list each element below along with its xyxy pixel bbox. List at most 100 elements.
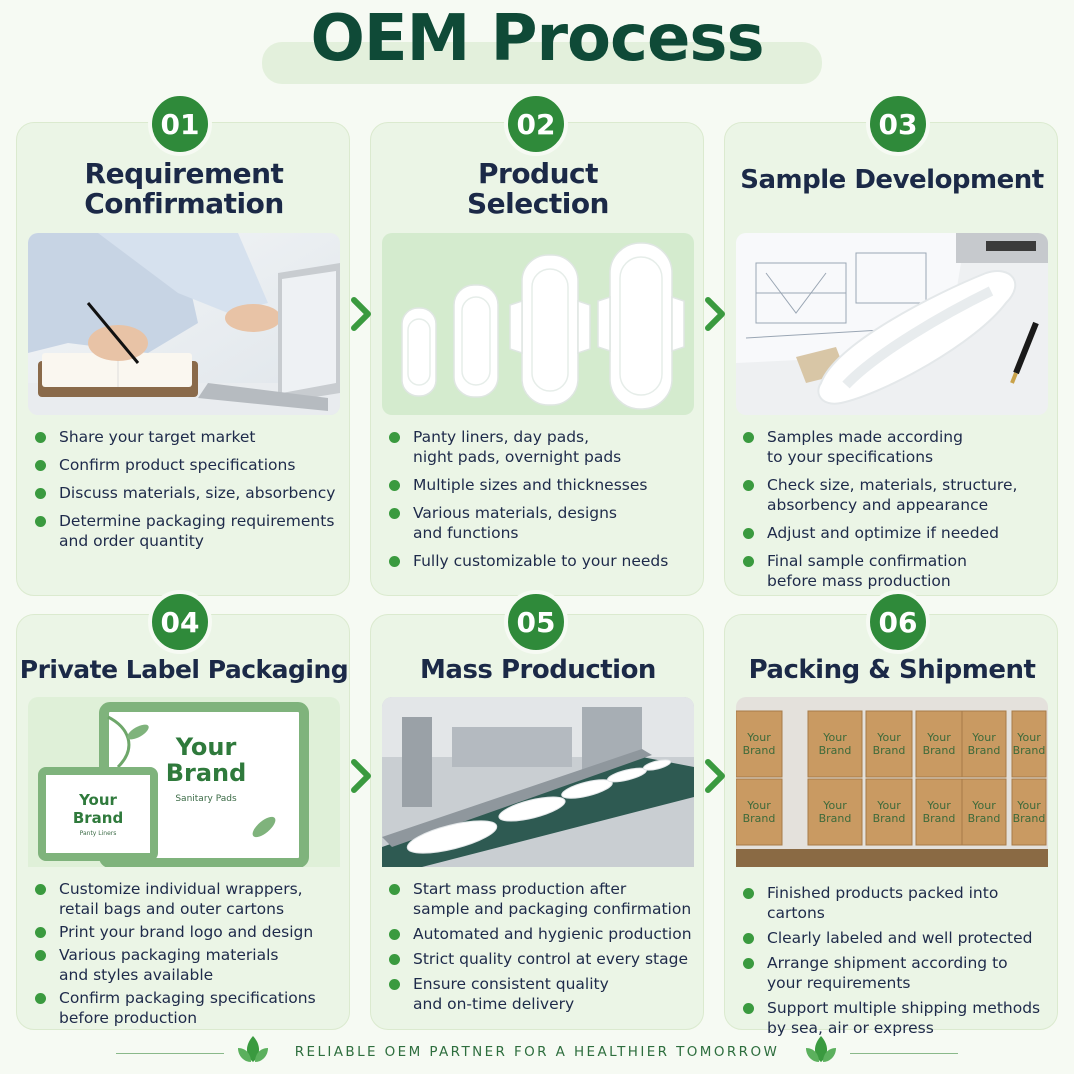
step-heading: Packing & Shipment: [748, 655, 1036, 685]
step-image-sample-pad: [736, 233, 1048, 415]
bullet-dot: [35, 488, 46, 499]
carton-label: Brand: [873, 812, 906, 825]
bullet-dot: [743, 432, 754, 443]
carton-box: [1011, 778, 1047, 846]
bullet-item: Fully customizable to your needs: [387, 551, 697, 571]
bullet-item: Confirm product specifications: [33, 455, 343, 475]
step-heading-line1: Product: [477, 157, 599, 190]
bullet-dot: [35, 432, 46, 443]
step-card-02: Product Selection Panty lin: [370, 122, 704, 596]
page-title: OEM Process: [310, 2, 764, 76]
step-number-badge: 05: [504, 590, 568, 654]
step-bullets: Finished products packed into cartons Cl…: [741, 883, 1051, 1046]
bullet-item: Customize individual wrappers, retail ba…: [33, 879, 343, 919]
step-image-production-line: [382, 697, 694, 879]
bullet-item: Confirm packaging specifications before …: [33, 988, 343, 1028]
carton-box: [736, 778, 783, 846]
footer-divider-left: [116, 1053, 224, 1054]
bullet-item: Panty liners, day pads, night pads, over…: [387, 427, 697, 467]
carton-label: Your: [1016, 799, 1041, 812]
carton-stack: YourBrandYourBrandYourBrandYourBrandYour…: [736, 710, 1047, 846]
step-bullets: Panty liners, day pads, night pads, over…: [387, 427, 697, 579]
step-number-badge: 03: [866, 92, 930, 156]
carton-label: Your: [971, 731, 996, 744]
bullet-item: Start mass production after sample and p…: [387, 879, 697, 919]
bullet-dot: [389, 884, 400, 895]
bullet-dot: [743, 958, 754, 969]
step-number-badge: 01: [148, 92, 212, 156]
carton-box: [865, 778, 913, 846]
bullet-dot: [35, 950, 46, 961]
step-heading: Product Selection: [371, 159, 705, 219]
carton-label: Brand: [923, 744, 956, 757]
bullet-item: Final sample confirmation before mass pr…: [741, 551, 1051, 591]
carton-box: [915, 778, 963, 846]
bullet-dot: [389, 480, 400, 491]
step-heading: Requirement Confirmation: [17, 159, 351, 219]
carton-label: Brand: [819, 744, 852, 757]
bullet-dot: [389, 556, 400, 567]
carton-box: [807, 710, 863, 778]
step-number-badge: 04: [148, 590, 212, 654]
carton-label: Your: [876, 799, 901, 812]
bullet-item: Discuss materials, size, absorbency: [33, 483, 343, 503]
step-bullets: Samples made according to your specifica…: [741, 427, 1051, 599]
bullet-dot: [743, 556, 754, 567]
bullet-item: Automated and hygienic production: [387, 924, 697, 944]
step-heading-line2: Selection: [467, 187, 610, 220]
step-card-04: Private Label Packaging Your Brand Sanit…: [16, 614, 350, 1030]
leaf-icon: [238, 1036, 268, 1062]
carton-label: Your: [926, 731, 951, 744]
pack-small-line1: Your: [78, 791, 117, 809]
bullet-dot: [743, 480, 754, 491]
bullet-dot: [35, 927, 46, 938]
step-number-badge: 02: [504, 92, 568, 156]
bullet-item: Share your target market: [33, 427, 343, 447]
step-card-05: Mass Production Start mass production af…: [370, 614, 704, 1030]
bullet-dot: [743, 888, 754, 899]
step-heading: Mass Production: [420, 655, 656, 685]
bullet-item: Various materials, designs and functions: [387, 503, 697, 543]
step-card-03: Sample Development Samples made accordin…: [724, 122, 1058, 596]
pack-large-sub: Sanitary Pads: [175, 794, 237, 804]
bullet-dot: [743, 528, 754, 539]
bullet-dot: [389, 954, 400, 965]
step-bullets: Customize individual wrappers, retail ba…: [33, 879, 343, 1036]
bullet-item: Check size, materials, structure, absorb…: [741, 475, 1051, 515]
step-bullets: Start mass production after sample and p…: [387, 879, 697, 1022]
bullet-item: Strict quality control at every stage: [387, 949, 697, 969]
pack-large-line1: Your: [175, 733, 237, 761]
carton-label: Brand: [743, 812, 776, 825]
carton-label: Your: [971, 799, 996, 812]
step-image-branded-packaging: Your Brand Sanitary Pads Your Brand Pant…: [28, 697, 340, 879]
bullet-item: Samples made according to your specifica…: [741, 427, 1051, 467]
step-card-01: Requirement Confirmation Share your targ…: [16, 122, 350, 596]
bullet-dot: [389, 432, 400, 443]
bullet-item: Multiple sizes and thicknesses: [387, 475, 697, 495]
chevron-right-icon: [351, 759, 371, 793]
carton-label: Brand: [968, 744, 1001, 757]
step-number-badge: 06: [866, 590, 930, 654]
step-heading-line2: Confirmation: [84, 187, 284, 220]
carton-label: Your: [1016, 731, 1041, 744]
carton-label: Your: [876, 731, 901, 744]
pack-small-line2: Brand: [73, 809, 123, 827]
bullet-item: Determine packaging requirements and ord…: [33, 511, 343, 551]
chevron-right-icon: [351, 297, 371, 331]
carton-box: [865, 710, 913, 778]
footer-divider-right: [850, 1053, 958, 1054]
carton-box: [807, 778, 863, 846]
bullet-dot: [35, 516, 46, 527]
chevron-right-icon: [705, 759, 725, 793]
step-image-pads-lineup: [382, 233, 694, 415]
bullet-item: Arrange shipment according to your requi…: [741, 953, 1051, 993]
bullet-dot: [389, 929, 400, 940]
bullet-dot: [743, 933, 754, 944]
carton-label: Your: [822, 799, 847, 812]
carton-label: Brand: [968, 812, 1001, 825]
step-heading: Sample Development: [740, 165, 1044, 195]
carton-box: [1011, 710, 1047, 778]
carton-box: [915, 710, 963, 778]
carton-box: [961, 778, 1007, 846]
